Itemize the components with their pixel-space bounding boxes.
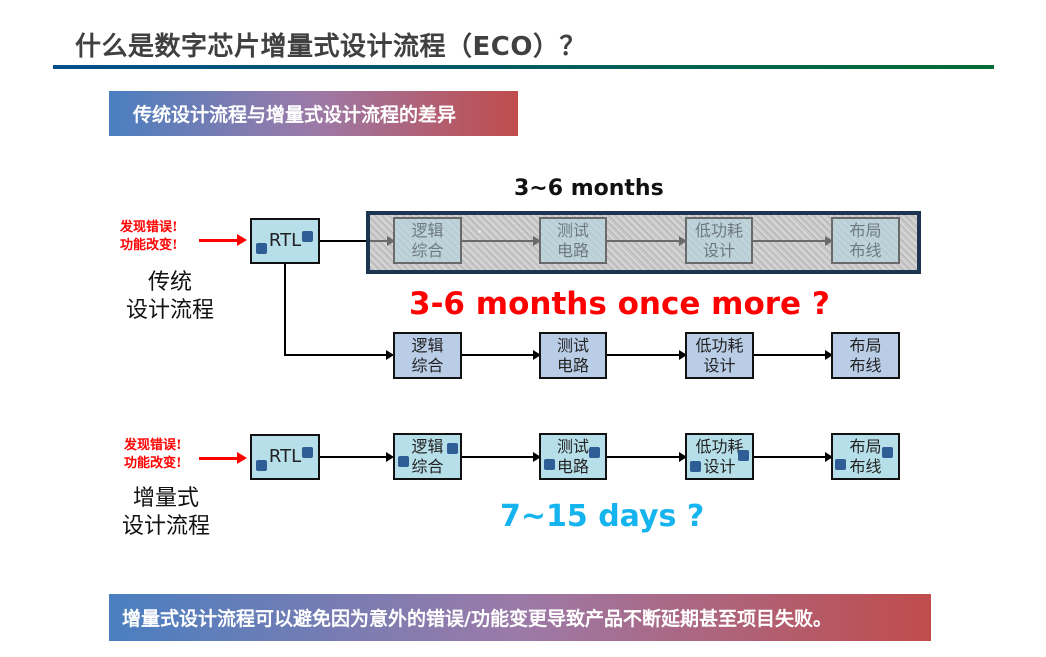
arrow-icon: [370, 236, 395, 246]
port-square-icon: [738, 450, 749, 461]
port-square-icon: [589, 447, 600, 458]
arrow-icon: [753, 236, 833, 246]
red-arrow-icon: [199, 234, 247, 246]
step-low-power-ghost: 低功耗设计: [685, 217, 753, 264]
error-line-2: 功能改变!: [124, 456, 182, 471]
port-square-icon: [690, 461, 701, 472]
rtl-label: RTL: [268, 446, 302, 467]
incremental-error-note: 发现错误! 功能改变!: [124, 437, 182, 473]
connector-line: [320, 240, 367, 242]
arrow-icon: [462, 236, 541, 246]
step-test-circuit-ghost: 测试电路: [539, 217, 607, 264]
connector-line: [284, 264, 286, 355]
arrow-icon: [320, 452, 394, 462]
incremental-flow-label: 增量式 设计流程: [108, 485, 224, 541]
label-line-2: 设计流程: [121, 514, 210, 539]
page-title: 什么是数字芯片增量式设计流程（ECO）？: [75, 32, 586, 62]
arrow-icon: [607, 350, 687, 360]
port-square-icon: [544, 459, 555, 470]
step-place-route-ghost: 布局布线: [831, 217, 900, 264]
traditional-flow-label: 传统 设计流程: [112, 269, 228, 325]
red-arrow-icon: [199, 452, 247, 464]
port-square-icon: [256, 243, 267, 254]
section-banner: 传统设计流程与增量式设计流程的差异: [109, 91, 518, 136]
arrow-icon: [284, 350, 394, 360]
step-low-power: 低功耗设计: [685, 332, 754, 379]
rtl-label: RTL: [268, 230, 302, 251]
section-banner-text: 传统设计流程与增量式设计流程的差异: [133, 104, 457, 126]
arrow-icon: [462, 452, 541, 462]
traditional-error-note: 发现错误! 功能改变!: [120, 219, 178, 255]
arrow-icon: [607, 236, 687, 246]
step-logic-synthesis: 逻辑综合: [393, 332, 462, 379]
step-logic-synthesis-ghost: 逻辑综合: [393, 217, 462, 264]
conclusion-banner: 增量式设计流程可以避免因为意外的错误/功能变更导致产品不断延期甚至项目失败。: [109, 594, 931, 641]
label-line-2: 设计流程: [125, 298, 214, 323]
port-square-icon: [447, 443, 458, 454]
error-line-1: 发现错误!: [124, 438, 182, 453]
port-square-icon: [835, 459, 846, 470]
conclusion-text: 增量式设计流程可以避免因为意外的错误/功能变更导致产品不断延期甚至项目失败。: [122, 608, 832, 630]
title-divider: [53, 65, 994, 69]
duration-label-original: 3~6 months: [514, 176, 664, 201]
rtl-block-incremental: RTL: [250, 434, 320, 480]
arrow-icon: [754, 350, 833, 360]
label-line-1: 增量式: [132, 486, 199, 511]
error-line-1: 发现错误!: [120, 220, 178, 235]
port-square-icon: [398, 456, 409, 467]
duration-label-incremental: 7~15 days ?: [500, 499, 705, 534]
step-place-route: 布局布线: [831, 332, 900, 379]
port-square-icon: [882, 447, 893, 458]
step-logic-synthesis-incremental: 逻辑综合: [393, 433, 462, 480]
port-square-icon: [302, 231, 313, 242]
label-line-1: 传统: [147, 270, 192, 295]
arrow-icon: [607, 452, 687, 462]
error-line-2: 功能改变!: [120, 238, 178, 253]
arrow-icon: [462, 350, 541, 360]
step-test-circuit: 测试电路: [539, 332, 607, 379]
arrow-icon: [754, 452, 833, 462]
port-square-icon: [256, 460, 267, 471]
rerun-warning: 3-6 months once more ?: [409, 286, 830, 322]
port-square-icon: [302, 447, 313, 458]
